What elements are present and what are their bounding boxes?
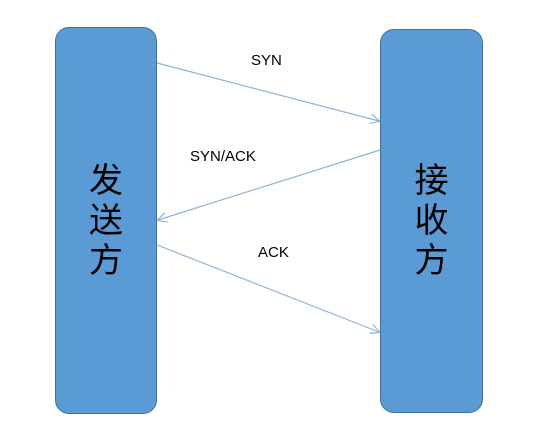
receiver-box: 接收方: [380, 29, 483, 413]
syn-label: SYN: [251, 52, 282, 69]
synack-label: SYN/ACK: [190, 148, 256, 165]
receiver-label: 接收方: [414, 161, 449, 281]
sender-label: 发送方: [89, 160, 123, 281]
ack-label: ACK: [258, 244, 289, 261]
syn-arrow: [156, 62, 379, 121]
sender-box: 发送方: [55, 27, 157, 414]
